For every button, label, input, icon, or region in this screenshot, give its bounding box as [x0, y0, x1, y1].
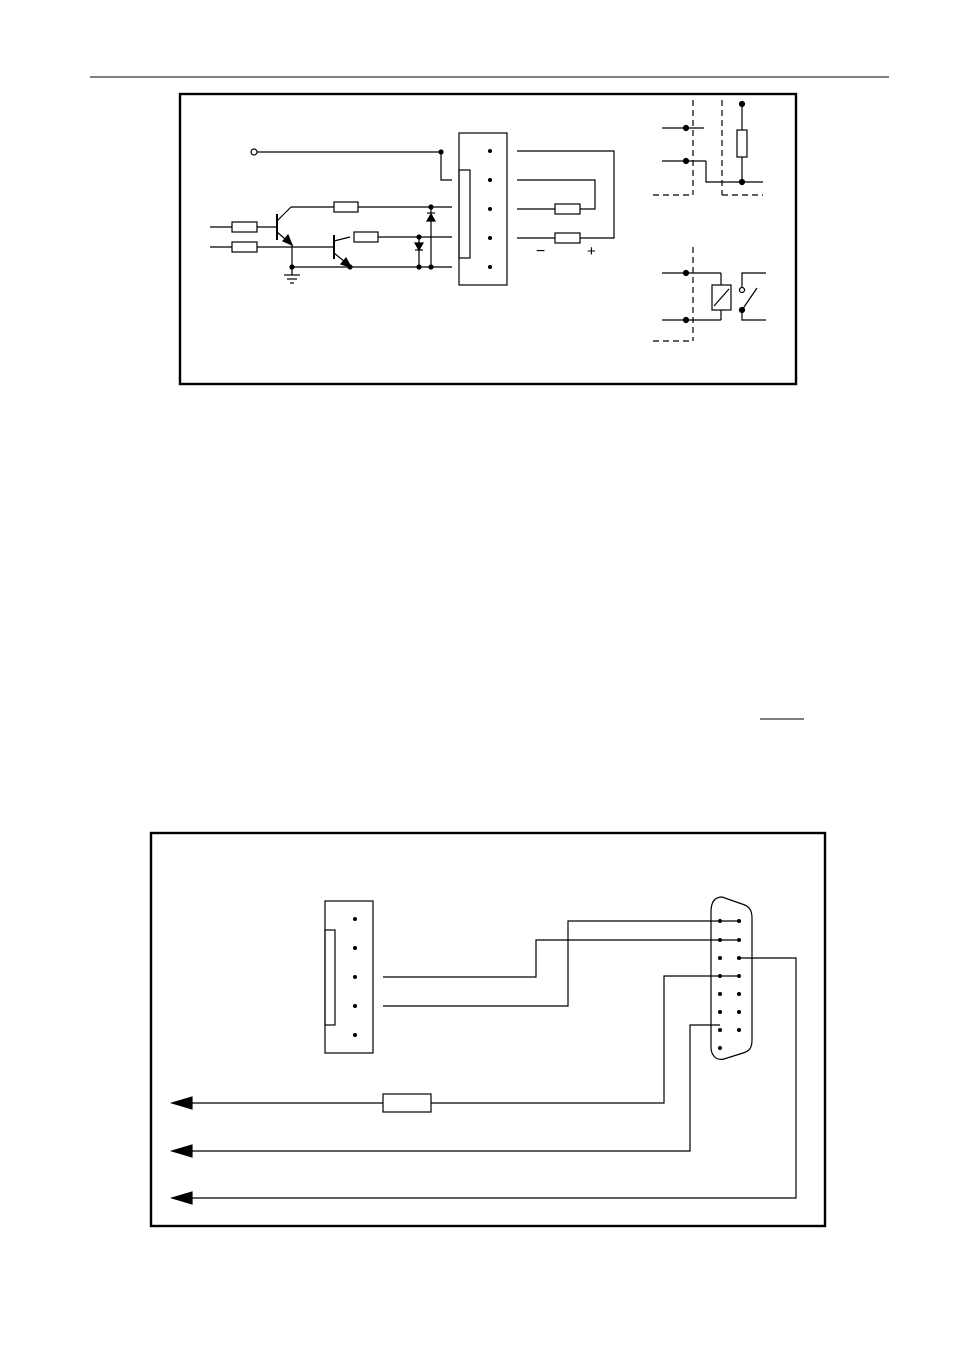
- output-line-3: [169, 957, 797, 1205]
- diode-1: [425, 204, 437, 270]
- resistor-output-2: [554, 232, 581, 244]
- arrow-left-1: [169, 1096, 193, 1110]
- plus-symbol: +: [587, 243, 596, 260]
- arrow-left-3: [169, 1191, 193, 1205]
- figure-2-frame: [149, 831, 827, 1228]
- resistor-pullup: [736, 129, 748, 158]
- diode-2: [413, 234, 425, 270]
- figure-1-circuit: [178, 92, 798, 386]
- output-line-1: [169, 975, 739, 1113]
- fuse: [382, 1093, 432, 1113]
- input-terminal: [250, 148, 452, 181]
- d-sub-connector: [710, 896, 753, 1060]
- relay-switch-contact: [738, 272, 766, 321]
- connector-5pin: [324, 900, 374, 1054]
- resistor-output-1: [554, 203, 581, 215]
- transistor-1: [276, 206, 334, 268]
- transistor-stage: [210, 201, 452, 284]
- output-wiring: [517, 150, 615, 244]
- arrow-left-2: [169, 1144, 193, 1158]
- resistor-input-2: [231, 241, 258, 253]
- pullup-circuit: [653, 100, 763, 196]
- signal-wires: [383, 920, 739, 1007]
- resistor-input-1: [231, 221, 258, 233]
- resistor-collector-1: [333, 201, 359, 213]
- figure-2-wiring: [149, 831, 827, 1228]
- resistor-collector-2: [353, 231, 379, 243]
- transistor-2: [333, 235, 353, 268]
- output-line-2: [169, 1024, 720, 1158]
- ground-symbol: [284, 267, 300, 284]
- connector-block-5pin: [458, 132, 508, 286]
- relay-circuit: [653, 247, 766, 342]
- figure-1-frame: [178, 92, 798, 386]
- minus-symbol: −: [536, 243, 546, 260]
